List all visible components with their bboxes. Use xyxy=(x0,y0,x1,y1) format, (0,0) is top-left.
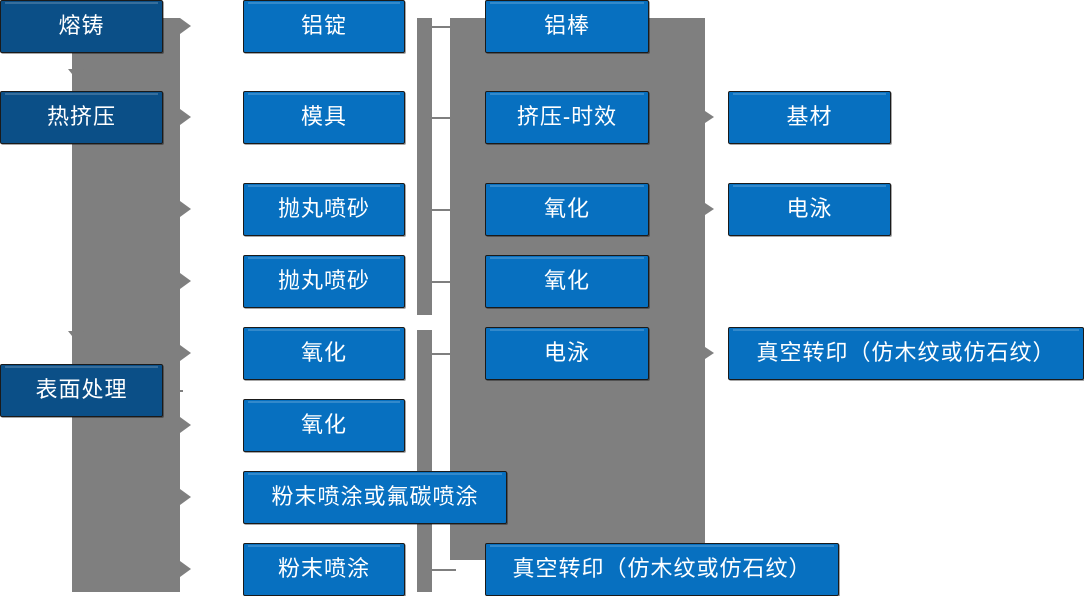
treatment-node-5-label: 电泳 xyxy=(543,340,590,366)
stage-node-3-label: 表面处理 xyxy=(35,377,128,403)
output-node-2-label: 电泳 xyxy=(786,196,833,222)
arrow-right-icon xyxy=(180,417,191,433)
arrow-down-icon xyxy=(68,331,84,341)
operation-node-2-label: 模具 xyxy=(300,104,347,130)
operation-node-4-label: 抛丸喷砂 xyxy=(277,268,370,294)
box-highlight xyxy=(248,401,400,403)
box-highlight xyxy=(248,473,502,475)
output-node-1[interactable]: 基材 xyxy=(728,91,891,144)
operation-node-1[interactable]: 铝锭 xyxy=(243,0,405,53)
mid-bus-stub xyxy=(432,281,456,283)
mid-bus-bar-upper xyxy=(417,18,432,315)
arrow-right-icon xyxy=(180,201,191,217)
box-highlight xyxy=(248,329,400,331)
arrow-right-icon xyxy=(180,18,191,34)
box-highlight xyxy=(5,366,158,368)
output-node-1-label: 基材 xyxy=(786,104,833,130)
box-highlight xyxy=(5,2,158,4)
arrow-right-icon xyxy=(180,561,191,577)
treatment-node-3[interactable]: 氧化 xyxy=(485,183,649,236)
stage-node-2[interactable]: 热挤压 xyxy=(0,91,163,144)
operation-node-7[interactable]: 粉末喷涂或氟碳喷涂 xyxy=(243,471,507,524)
box-highlight xyxy=(490,545,834,547)
treatment-node-1-label: 铝棒 xyxy=(543,13,590,39)
arrow-right-icon xyxy=(705,111,714,123)
operation-node-2[interactable]: 模具 xyxy=(243,91,405,144)
treatment-node-6-label: 真空转印（仿木纹或仿石纹） xyxy=(512,556,812,582)
box-highlight xyxy=(490,93,644,95)
mid-bus-bar-lower xyxy=(417,330,432,592)
arrow-down-icon xyxy=(68,69,84,79)
box-highlight xyxy=(733,329,1079,331)
arrow-right-icon xyxy=(705,203,714,215)
arrow-right-icon xyxy=(180,273,191,289)
treatment-node-2[interactable]: 挤压-时效 xyxy=(485,91,649,144)
treatment-node-5[interactable]: 电泳 xyxy=(485,327,649,380)
box-highlight xyxy=(733,185,886,187)
operation-node-7-label: 粉末喷涂或氟碳喷涂 xyxy=(271,484,479,510)
box-highlight xyxy=(733,93,886,95)
box-highlight xyxy=(248,2,400,4)
output-node-3[interactable]: 真空转印（仿木纹或仿石纹） xyxy=(728,327,1084,380)
output-node-3-label: 真空转印（仿木纹或仿石纹） xyxy=(756,340,1056,366)
box-highlight xyxy=(5,93,158,95)
operation-node-3-label: 抛丸喷砂 xyxy=(277,196,370,222)
treatment-node-1[interactable]: 铝棒 xyxy=(485,0,649,53)
operation-node-5[interactable]: 氧化 xyxy=(243,327,405,380)
box-highlight xyxy=(490,329,644,331)
stage-3-connector-stub xyxy=(163,390,183,392)
arrow-right-icon xyxy=(180,109,191,125)
mid-bus-stub xyxy=(432,26,456,28)
treatment-node-4-label: 氧化 xyxy=(543,268,590,294)
stage-node-1-label: 熔铸 xyxy=(58,13,105,39)
treatment-node-2-label: 挤压-时效 xyxy=(516,104,618,130)
treatment-node-4[interactable]: 氧化 xyxy=(485,255,649,308)
treatment-node-3-label: 氧化 xyxy=(543,196,590,222)
box-highlight xyxy=(248,257,400,259)
box-highlight xyxy=(490,2,644,4)
stage-node-1[interactable]: 熔铸 xyxy=(0,0,163,53)
box-highlight xyxy=(490,185,644,187)
box-highlight xyxy=(490,257,644,259)
arrow-right-icon xyxy=(180,345,191,361)
box-highlight xyxy=(248,185,400,187)
stage-node-2-label: 热挤压 xyxy=(46,104,116,130)
operation-node-8-label: 粉末喷涂 xyxy=(277,556,370,582)
operation-node-3[interactable]: 抛丸喷砂 xyxy=(243,183,405,236)
mid-bus-stub xyxy=(432,209,456,211)
treatment-node-6[interactable]: 真空转印（仿木纹或仿石纹） xyxy=(485,543,839,596)
mid-bus-stub xyxy=(432,117,456,119)
arrow-right-icon xyxy=(180,489,191,505)
arrow-right-icon xyxy=(705,347,714,359)
operation-node-1-label: 铝锭 xyxy=(300,13,347,39)
mid-bus-stub xyxy=(432,353,456,355)
mid-bus-stub xyxy=(432,569,456,571)
operation-node-4[interactable]: 抛丸喷砂 xyxy=(243,255,405,308)
box-highlight xyxy=(248,93,400,95)
stage-node-3[interactable]: 表面处理 xyxy=(0,364,163,417)
operation-node-6-label: 氧化 xyxy=(300,412,347,438)
operation-node-5-label: 氧化 xyxy=(300,340,347,366)
operation-node-6[interactable]: 氧化 xyxy=(243,399,405,452)
output-node-2[interactable]: 电泳 xyxy=(728,183,891,236)
operation-node-8[interactable]: 粉末喷涂 xyxy=(243,543,405,596)
box-highlight xyxy=(248,545,400,547)
